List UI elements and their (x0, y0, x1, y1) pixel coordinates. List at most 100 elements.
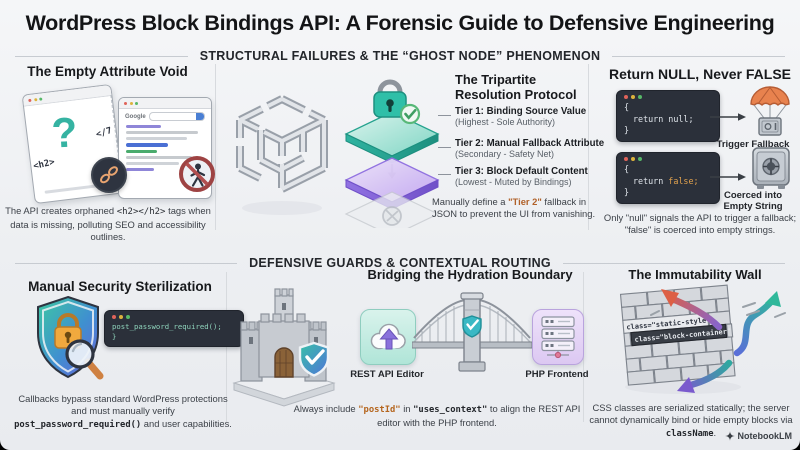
caption-text: tags when data is missing, polluting SEO… (10, 205, 211, 243)
return-null-title: Return NULL, Never FALSE (608, 66, 792, 82)
caption-text: . (713, 426, 717, 438)
section-header-defensive-label: DEFENSIVE GUARDS & CONTEXTUAL ROUTING (249, 256, 551, 270)
broken-cube-icon (236, 95, 328, 215)
column-divider (588, 64, 589, 230)
window-dot-red-icon (124, 101, 127, 105)
window-dot-red-icon (624, 95, 628, 99)
terminal-dots (624, 157, 712, 161)
search-input (148, 112, 205, 121)
muted-layer-icon (382, 206, 402, 226)
caption-text: Callbacks bypass standard WordPress prot… (18, 393, 228, 417)
section-header-structural: STRUCTURAL FAILURES & THE “GHOST NODE” P… (15, 49, 786, 63)
caption-code-postid: "postId" (358, 405, 401, 415)
castle-shield-check-icon (298, 341, 330, 377)
tripartite-title: The Tripartite Resolution Protocol (455, 72, 577, 102)
caption-code: <h2></h2> (116, 207, 166, 217)
google-logo: Google (125, 113, 146, 120)
broken-link-badge (91, 157, 127, 193)
terminal-dots (112, 315, 236, 319)
window-dot-yellow-icon (631, 157, 635, 161)
tier-1-item: Tier 1: Binding Source Value (Highest - … (455, 106, 605, 128)
check-badge-icon (399, 103, 421, 125)
rest-api-label: REST API Editor (350, 369, 424, 380)
motion-dashes (650, 302, 786, 318)
trigger-fallback-label: Trigger Fallback (716, 139, 790, 150)
page-title: WordPress Block Bindings API: A Forensic… (25, 11, 775, 35)
coerced-label-line2: Empty String (723, 201, 783, 213)
arrow-right-icon (710, 113, 746, 121)
code-line: } (624, 125, 630, 136)
tier-3-name: Tier 3: Block Default Content (455, 166, 588, 177)
immutability-title: The Immutability Wall (628, 267, 762, 282)
tier-tick (438, 115, 451, 116)
window-dot-red-icon (28, 98, 32, 102)
serp-result-bar (126, 137, 187, 140)
vault-icon (752, 147, 790, 189)
question-mark: ? (50, 108, 79, 157)
code-line: } (624, 187, 630, 198)
hydration-title: Bridging the Hydration Boundary (367, 267, 573, 282)
false-code-terminal: { return false; } (616, 152, 720, 204)
tier-3-detail: (Lowest - Muted by Bindings) (455, 177, 572, 188)
window-dot-red-icon (112, 315, 116, 319)
code-token: return (633, 175, 669, 186)
divider-line (562, 262, 786, 264)
watermark-label: NotebookLM (737, 431, 793, 441)
code-line: { (624, 102, 630, 112)
broken-chain-icon (100, 166, 118, 184)
castle-icon (232, 288, 336, 407)
window-dot-yellow-icon (119, 315, 123, 319)
security-shield-icon (37, 295, 104, 380)
serp-result-bar (126, 168, 154, 171)
tier-2-name: Tier 2: Manual Fallback Attribute (455, 138, 605, 149)
tier-1-detail: (Highest - Sole Authority) (455, 117, 556, 128)
immutability-caption: CSS classes are serialized statically; t… (585, 402, 797, 440)
caption-text: in (400, 403, 414, 414)
cloud-upload-icon (370, 323, 406, 350)
server-stack-icon (541, 316, 575, 359)
php-frontend-box (532, 309, 584, 365)
tier-2-item: Tier 2: Manual Fallback Attribute (Secon… (455, 138, 605, 160)
bounce-arrow-red-icon (661, 289, 723, 331)
bounce-arrow-purple-icon (677, 359, 733, 393)
caption-code: post_password_required() (14, 419, 142, 430)
h2-close-tag: </7 (94, 126, 114, 141)
no-accessibility-icon (179, 156, 215, 192)
window-dot-green-icon (126, 315, 130, 319)
divider-line (15, 55, 188, 57)
code-line: return false; (624, 176, 712, 188)
tier-2-detail: (Secondary - Safety Net) (455, 149, 555, 160)
serp-result-bar (126, 143, 169, 147)
return-null-caption: Only "null" signals the API to trigger a… (603, 212, 797, 236)
tier-1-name: Tier 1: Binding Source Value (455, 106, 587, 117)
serp-result-bar (126, 150, 158, 153)
bridge-shield-check-icon (462, 315, 482, 338)
section-header-defensive: DEFENSIVE GUARDS & CONTEXTUAL ROUTING (15, 256, 786, 270)
caption-text: The API creates orphaned (5, 205, 117, 216)
serp-result-bar (126, 156, 193, 159)
bounce-arrow-teal-icon (733, 291, 781, 357)
immutability-wall-illustration: class="static-style" class="block-contai… (619, 284, 786, 394)
caption-text: to align the REST API editor with the PH… (377, 403, 581, 428)
window-dot-green-icon (638, 157, 642, 161)
caption-code: className (665, 428, 714, 439)
caption-text: Always include (293, 403, 359, 414)
null-code-terminal: { return null; } (616, 90, 720, 142)
security-code-terminal: post_password_required(); } (104, 310, 244, 348)
rest-api-box (360, 309, 416, 365)
window-dot-green-icon (638, 95, 642, 99)
code-line: return null; (633, 113, 694, 124)
code-line: { (624, 164, 630, 174)
tier-stack-illustration (344, 79, 440, 228)
serp-result-bar (126, 162, 180, 165)
window-dot-yellow-icon (631, 95, 635, 99)
coerced-label-line1: Coerced into (723, 190, 783, 201)
terminal-dots (624, 95, 712, 99)
php-frontend-label: PHP Frontend (525, 369, 589, 380)
browser-titlebar (119, 98, 211, 109)
divider-line (612, 55, 786, 57)
parachute-safe-icon (750, 86, 790, 136)
caption-highlight: "Tier 2" (508, 196, 542, 207)
notebooklm-logo-icon (724, 431, 735, 441)
